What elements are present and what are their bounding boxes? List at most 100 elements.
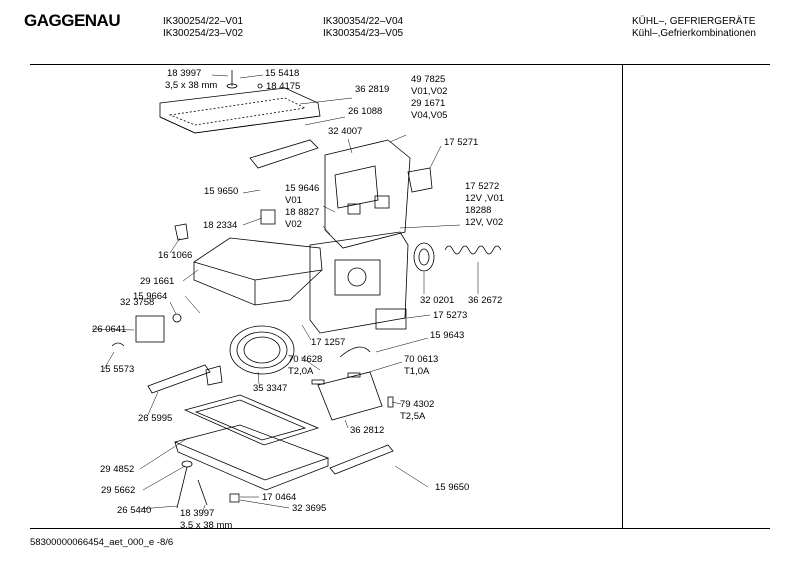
base-tray-side — [174, 441, 329, 491]
category-title: KÜHL–, GEFRIERGERÄTE — [632, 16, 756, 27]
drain-tube — [176, 466, 188, 509]
part-label: 26 0641 — [92, 324, 126, 335]
hose-coil — [236, 331, 288, 369]
housing-box — [193, 237, 323, 306]
main-panel-window — [334, 259, 381, 296]
clip — [174, 223, 189, 241]
ring-gasket — [413, 242, 435, 272]
part-label: 26 5995 — [138, 413, 172, 424]
part-label: 18288 — [465, 205, 491, 216]
part-label: 49 7825 — [411, 74, 445, 85]
switch-block — [347, 203, 361, 215]
category-block: KÜHL–, GEFRIERGERÄTE Kühl–,Gefrierkombin… — [632, 16, 756, 40]
part-label: 29 4852 — [100, 464, 134, 475]
bracket-bar — [249, 139, 319, 169]
bracket-small — [205, 365, 223, 386]
control-plate — [324, 139, 411, 249]
hose-coil — [243, 336, 281, 364]
relay — [407, 167, 433, 193]
part-label: 29 5662 — [101, 485, 135, 496]
part-label: 29 1671 — [411, 98, 445, 109]
model-list-2: IK300354/22–V04 IK300354/23–V05 — [323, 16, 403, 40]
part-label: 18 4175 — [266, 81, 300, 92]
sensor-wire — [339, 346, 371, 358]
cap — [181, 460, 193, 468]
part-label: 15 9646 — [285, 183, 319, 194]
leader-lines — [91, 74, 479, 512]
part-label: 15 9650 — [204, 186, 238, 197]
model-number: IK300354/22–V04 — [323, 16, 404, 27]
part-label: 17 1257 — [311, 337, 345, 348]
part-label: 15 5418 — [265, 68, 299, 79]
part-label: 12V ,V01 — [465, 193, 504, 204]
top-clip — [257, 83, 263, 89]
part-label: 36 2672 — [468, 295, 502, 306]
ring-inner — [418, 248, 430, 266]
header-rule — [30, 64, 770, 65]
document-id: 58300000066454_aet_000_e -8/6 — [30, 537, 174, 548]
main-panel — [309, 231, 409, 334]
circuit-board — [317, 371, 383, 421]
part-label: 32 0201 — [420, 295, 454, 306]
part-label: 32 3695 — [292, 503, 326, 514]
part-label: 70 4628 — [288, 354, 322, 365]
connector-block — [135, 315, 165, 343]
model-list-1: IK300254/22–V01 IK300254/23–V02 — [163, 16, 243, 40]
part-label: 36 2812 — [350, 425, 384, 436]
top-screw-washer — [226, 83, 238, 89]
part-label: T2,5A — [400, 411, 426, 422]
bottom-fitting — [229, 493, 240, 503]
heater-coil — [444, 245, 502, 255]
base-tray — [173, 424, 330, 481]
part-label: 32 4007 — [328, 126, 362, 137]
hose-coil — [229, 325, 295, 375]
part-label: 18 3997 — [167, 68, 201, 79]
part-label: 15 5573 — [100, 364, 134, 375]
washer — [172, 313, 182, 323]
part-label: V02 — [285, 219, 302, 230]
hook — [111, 342, 125, 347]
part-label: 17 5271 — [444, 137, 478, 148]
panel-opening — [347, 267, 367, 287]
part-label: 16 1066 — [158, 250, 192, 261]
bottom-bar — [329, 444, 394, 475]
part-label: 26 1088 — [348, 106, 382, 117]
top-cover — [159, 87, 321, 134]
part-label: 15 9650 — [435, 482, 469, 493]
part-drawings — [111, 70, 502, 509]
part-label: 12V, V02 — [465, 217, 503, 228]
part-label: 36 2819 — [355, 84, 389, 95]
housing-box-rim — [193, 261, 323, 281]
part-label: V01,V02 — [411, 86, 447, 97]
part-label: 79 4302 — [400, 399, 434, 410]
tray-frame — [183, 394, 320, 446]
bottom-screw — [197, 479, 208, 506]
top-cover-recess — [168, 97, 307, 126]
fuse — [311, 379, 325, 385]
model-number: IK300354/23–V05 — [323, 28, 404, 39]
part-label: 18 2334 — [203, 220, 237, 231]
footer-rule — [30, 528, 770, 529]
lamp-socket — [260, 209, 276, 225]
part-label: 32 3758 — [120, 297, 154, 308]
model-number: IK300254/23–V02 — [163, 28, 244, 39]
fuse — [347, 372, 361, 378]
transformer — [375, 308, 407, 330]
part-label: 3,5 x 38 mm — [165, 80, 217, 91]
part-label: 26 5440 — [117, 505, 151, 516]
part-label: 17 5272 — [465, 181, 499, 192]
cable-harness — [147, 364, 211, 394]
part-label: T1,0A — [404, 366, 430, 377]
switch-block — [374, 195, 390, 209]
part-label: V01 — [285, 195, 302, 206]
part-label: 3,5 x 38 mm — [180, 520, 232, 531]
brand-logo: GAGGENAU — [24, 11, 121, 30]
part-label: 35 3347 — [253, 383, 287, 394]
category-subtitle: Kühl–,Gefrierkombinationen — [632, 28, 756, 39]
part-label: 15 9664 — [133, 291, 167, 302]
part-label: V04,V05 — [411, 110, 447, 121]
model-number: IK300254/22–V01 — [163, 16, 244, 27]
column-divider — [622, 64, 623, 528]
tray-inner — [194, 399, 307, 441]
part-label: T2,0A — [288, 366, 314, 377]
